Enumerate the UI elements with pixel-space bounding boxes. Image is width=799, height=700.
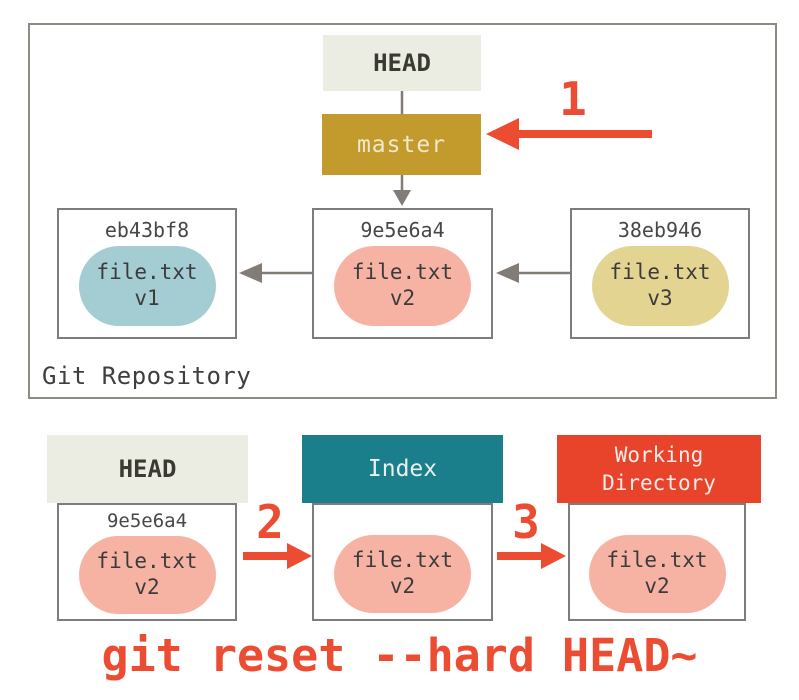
- file-version: v2: [389, 286, 416, 310]
- file-name: file.txt: [96, 260, 198, 285]
- commit-hash: 38eb946: [617, 218, 703, 242]
- file-name: file.txt: [96, 549, 198, 574]
- file-blob-pill: file.txt v2: [588, 535, 726, 613]
- file-version: v2: [134, 575, 160, 599]
- step2-number: 2: [256, 495, 284, 549]
- working-directory-box: file.txt v2: [568, 503, 746, 621]
- commit-box-3: 38eb946 file.txt v3: [570, 208, 750, 339]
- head-area-header: HEAD: [47, 435, 248, 503]
- commit-box-1: eb43bf8 file.txt v1: [57, 208, 237, 339]
- master-branch-label: master: [356, 131, 447, 158]
- head-area-box: 9e5e6a4 file.txt v2: [57, 503, 237, 621]
- index-area-header: Index: [302, 435, 503, 503]
- working-directory-title-line2: Directory: [602, 471, 716, 495]
- file-version: v2: [644, 574, 670, 598]
- head-area-title: HEAD: [118, 455, 177, 483]
- index-area-title: Index: [367, 456, 438, 482]
- index-area-box: file.txt v2: [312, 503, 493, 621]
- file-blob-pill: file.txt v2: [78, 536, 216, 614]
- file-blob-pill: file.txt v1: [78, 246, 216, 326]
- file-name: file.txt: [351, 548, 454, 573]
- file-name: file.txt: [609, 260, 711, 285]
- head-ref-label: HEAD: [373, 49, 431, 77]
- commit-box-2: 9e5e6a4 file.txt v2: [312, 208, 493, 339]
- file-blob-pill: file.txt v2: [334, 535, 471, 613]
- step3-number: 3: [512, 495, 540, 549]
- file-version: v3: [647, 286, 673, 310]
- working-directory-header: Working Directory: [557, 435, 761, 503]
- commit-hash: 9e5e6a4: [106, 510, 188, 532]
- file-blob-pill: file.txt v2: [334, 246, 471, 326]
- working-directory-title-line1: Working: [614, 442, 704, 467]
- command-caption: git reset --hard HEAD~: [101, 629, 698, 682]
- file-version: v1: [134, 286, 160, 310]
- file-name: file.txt: [351, 260, 454, 285]
- master-branch-box: master: [322, 114, 481, 175]
- git-repository-label: Git Repository: [42, 362, 252, 390]
- commit-hash: 9e5e6a4: [360, 218, 445, 242]
- file-version: v2: [389, 574, 416, 598]
- step1-number: 1: [559, 72, 587, 126]
- file-blob-pill: file.txt v3: [591, 246, 729, 326]
- file-name: file.txt: [606, 548, 708, 573]
- commit-hash: eb43bf8: [104, 218, 190, 242]
- head-ref-box: HEAD: [323, 35, 481, 91]
